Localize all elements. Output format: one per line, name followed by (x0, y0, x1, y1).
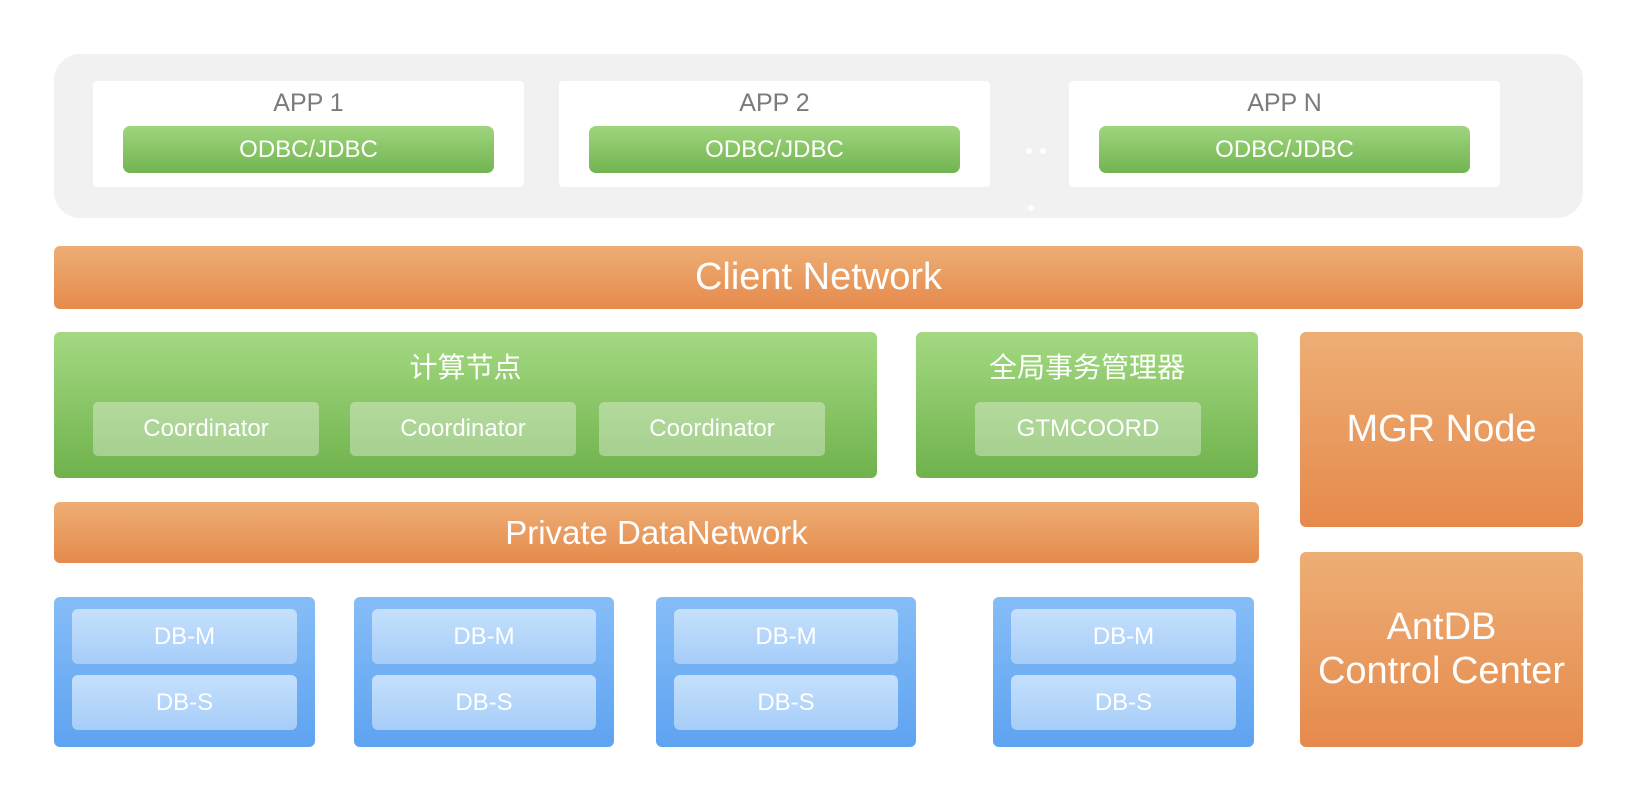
db-slave: DB-S (1011, 675, 1236, 730)
app-card-1: APP 1 ODBC/JDBC (93, 81, 524, 187)
odbc-jdbc-driver: ODBC/JDBC (589, 126, 960, 173)
db-slave: DB-S (674, 675, 898, 730)
db-master: DB-M (1011, 609, 1236, 664)
odbc-jdbc-driver: ODBC/JDBC (123, 126, 494, 173)
db-group-4: DB-M DB-S (993, 597, 1254, 747)
coordinator-node: Coordinator (350, 402, 576, 456)
odbc-jdbc-driver: ODBC/JDBC (1099, 126, 1470, 173)
app-title: APP 1 (273, 89, 344, 117)
db-master: DB-M (372, 609, 596, 664)
control-center-line2: Control Center (1317, 649, 1566, 692)
db-master: DB-M (674, 609, 898, 664)
db-slave: DB-S (72, 675, 297, 730)
app-card-2: APP 2 ODBC/JDBC (559, 81, 990, 187)
db-slave: DB-S (372, 675, 596, 730)
db-group-3: DB-M DB-S (656, 597, 916, 747)
gtmcoord-node: GTMCOORD (975, 402, 1201, 456)
app-title: APP 2 (739, 89, 810, 117)
compute-node-group: 计算节点 Coordinator Coordinator Coordinator (54, 332, 877, 478)
app-card-n: APP N ODBC/JDBC (1069, 81, 1500, 187)
client-network-bar: Client Network (54, 246, 1583, 309)
ellipsis-dot (1040, 148, 1046, 154)
db-master: DB-M (72, 609, 297, 664)
gtm-group: 全局事务管理器 GTMCOORD (916, 332, 1258, 478)
gtm-title: 全局事务管理器 (988, 352, 1185, 383)
db-group-1: DB-M DB-S (54, 597, 315, 747)
coordinator-node: Coordinator (599, 402, 825, 456)
antdb-control-center-box: AntDB Control Center (1300, 552, 1583, 747)
app-title: APP N (1247, 89, 1322, 117)
private-data-network-bar: Private DataNetwork (54, 502, 1259, 563)
coordinator-node: Coordinator (93, 402, 319, 456)
ellipsis-dot (1028, 205, 1034, 211)
ellipsis-dot (1026, 148, 1032, 154)
control-center-line1: AntDB (1386, 605, 1497, 648)
compute-node-title: 计算节点 (409, 352, 522, 383)
db-group-2: DB-M DB-S (354, 597, 614, 747)
mgr-node-box: MGR Node (1300, 332, 1583, 527)
